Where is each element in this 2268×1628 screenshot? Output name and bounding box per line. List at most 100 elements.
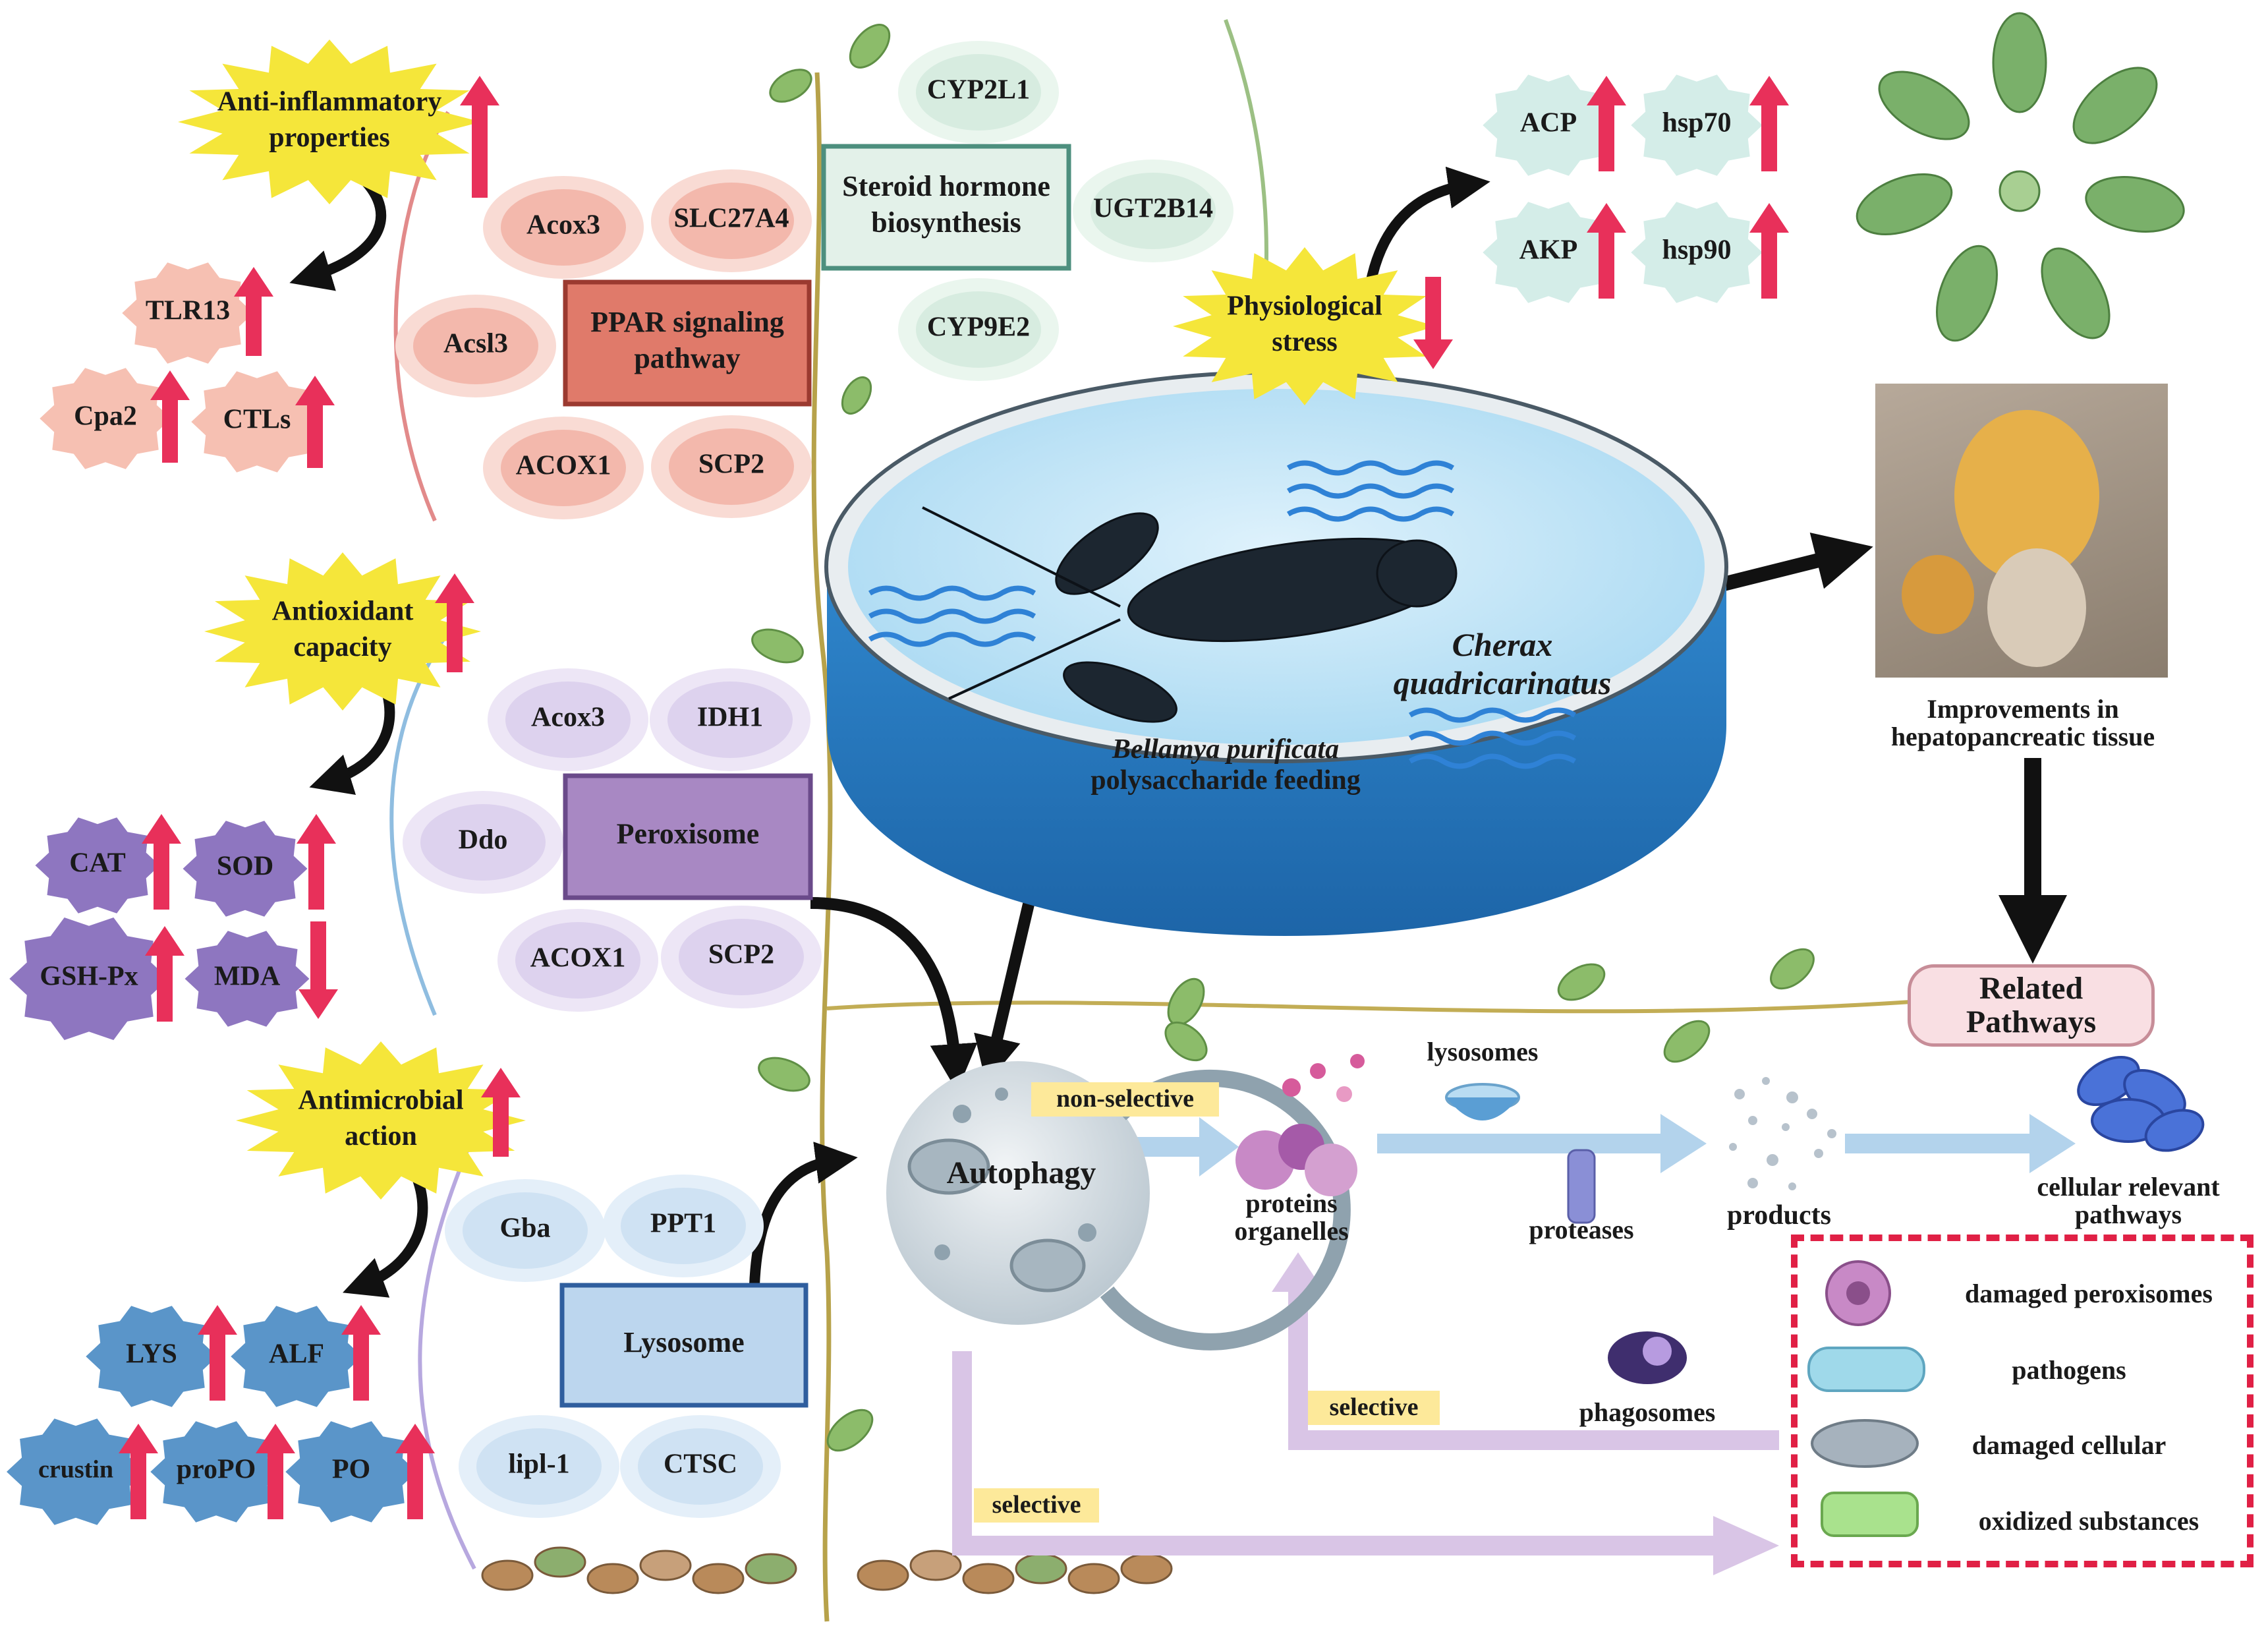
selective-tag-top: selective [1308,1391,1440,1425]
steroid-box-title-line: biosynthesis [871,206,1021,239]
peroxisome-gene-scp2: SCP2 [661,906,822,1008]
marker-cat: CAT [35,817,160,914]
starburst-stress: Physiological stress [1173,247,1436,405]
ppar-gene-scp2-label: SCP2 [698,450,764,480]
up-crustin [119,1424,158,1519]
proteases-icon [1567,1149,1596,1224]
starburst-stress-title-line: Physiological [1227,291,1382,321]
ppar-gene-slc27a4-label: SLC27A4 [673,204,789,234]
marker-crustin-shape [7,1418,145,1525]
peroxisome-gene-acox1-core [515,922,640,999]
starburst-antimicrobial-title-line: Antimicrobial [298,1085,463,1115]
peroxisome-gene-scp2-core [679,919,804,995]
starburst-anti-inflammatory-title-line: Anti-inflammatory [217,86,442,117]
up-hsp70-head [1749,76,1789,105]
up-anti-inflammatory [460,76,499,198]
lysosome-gene-lipl1-core [476,1428,602,1505]
marker-tlr13-label: TLR13 [146,296,230,326]
starburst-stress-title-line: stress [1272,327,1338,357]
up-ctls [295,376,335,468]
peroxisome-gene-ddo-label: Ddo [459,825,508,856]
marker-propo-shape [150,1421,282,1523]
peroxisome-box-rect [563,773,813,900]
proteases-label: proteases [1529,1215,1634,1244]
marker-hsp90-label: hsp90 [1662,235,1731,266]
marker-alf-label: ALF [269,1339,324,1370]
marker-lys: LYS [86,1306,217,1407]
up-cat-shaft [154,840,169,910]
steroid-gene-cyp2l1: CYP2L1 [898,41,1059,144]
connector-purple [418,1132,476,1570]
marker-sod-shape [183,821,308,917]
legend-box [1791,1235,2254,1567]
crayfish-image [922,506,1458,723]
marker-sod-label: SOD [217,852,273,882]
marker-tlr13: TLR13 [122,262,254,364]
marker-propo-label: proPO [177,1455,256,1485]
marker-alf-shape [231,1306,362,1407]
lysosome-gene-gba-label: Gba [499,1213,550,1244]
starburst-antimicrobial-title: Antimicrobial action [298,1085,463,1151]
phagosomes-label: phagosomes [1579,1397,1716,1427]
ppar-gene-acox3: Acox3 [483,176,644,279]
up-hsp90-head [1749,203,1789,233]
ppar-gene-scp2: SCP2 [651,415,812,518]
peroxisome-gene-idh1-core [667,682,793,758]
legend-icons [1807,1260,1925,1537]
flow-arrows [1025,1114,2076,1177]
down-stress-shaft [1425,277,1441,343]
lysosome-box-title: Lysosome [623,1326,744,1358]
species-label: Cherax quadricarinatus [1393,626,1612,701]
ppar-box-title-line: pathway [634,342,740,374]
marker-akp: AKP [1483,202,1614,303]
marker-cpa2-shape [40,368,171,469]
marker-alf: ALF [231,1306,362,1407]
proteins-organelles-icon [1235,1054,1365,1196]
up-po-shaft [407,1450,423,1519]
marker-gsh-px-label: GSH-Px [40,962,138,992]
marker-acp: ACP [1483,74,1614,176]
vine-main [811,72,833,1622]
up-gsh-px-shaft [157,952,173,1022]
lysosome-gene-gba: Gba [445,1179,606,1282]
up-acp-head [1587,76,1626,105]
up-tlr13-shaft [246,293,262,356]
marker-hsp90-shape [1631,202,1763,303]
down-mda-shaft [310,921,326,993]
ppar-gene-acox1-core [501,430,626,506]
peroxisome-box: Peroxisome [563,773,813,900]
proteins-organelles-label: proteins organelles [1234,1188,1349,1246]
ppar-gene-acsl3: Acsl3 [395,295,556,397]
starburst-antimicrobial-title-line: action [345,1121,417,1151]
arrow-stress [1365,166,1490,285]
peroxisome-box-title-line: Peroxisome [617,818,760,850]
ppar-gene-acox3-label: Acox3 [526,210,600,241]
peroxisome-gene-acox3-label: Acox3 [531,703,605,733]
up-crustin-head [119,1424,158,1453]
marker-po-shape [285,1421,417,1523]
feeding-line2: polysaccharide feeding [1091,765,1361,796]
starburst-antioxidant-shape [204,552,481,711]
peroxisome-gene-idh1-label: IDH1 [697,703,763,733]
lysosome-box: Lysosome [559,1283,808,1408]
marker-lys-shape [86,1306,217,1407]
hepatopancreas-caption: Improvements in hepatopancreatic tissue [1890,694,2155,751]
up-akp-shaft [1599,229,1614,299]
marker-gsh-px: GSH-Px [9,917,169,1040]
peroxisome-gene-ddo-core [420,804,546,881]
marker-mda-shape [184,931,310,1027]
ppar-gene-scp2-core [669,428,794,505]
up-lys-shaft [210,1331,225,1401]
starburst-antioxidant-title-line: Antioxidant [272,596,414,626]
products-icon [1729,1077,1836,1190]
up-lys-head [198,1305,237,1335]
up-hsp70-shaft [1761,102,1777,171]
up-cpa2 [150,370,190,463]
marker-acp-shape [1483,74,1614,176]
marker-acp-label: ACP [1520,108,1577,138]
